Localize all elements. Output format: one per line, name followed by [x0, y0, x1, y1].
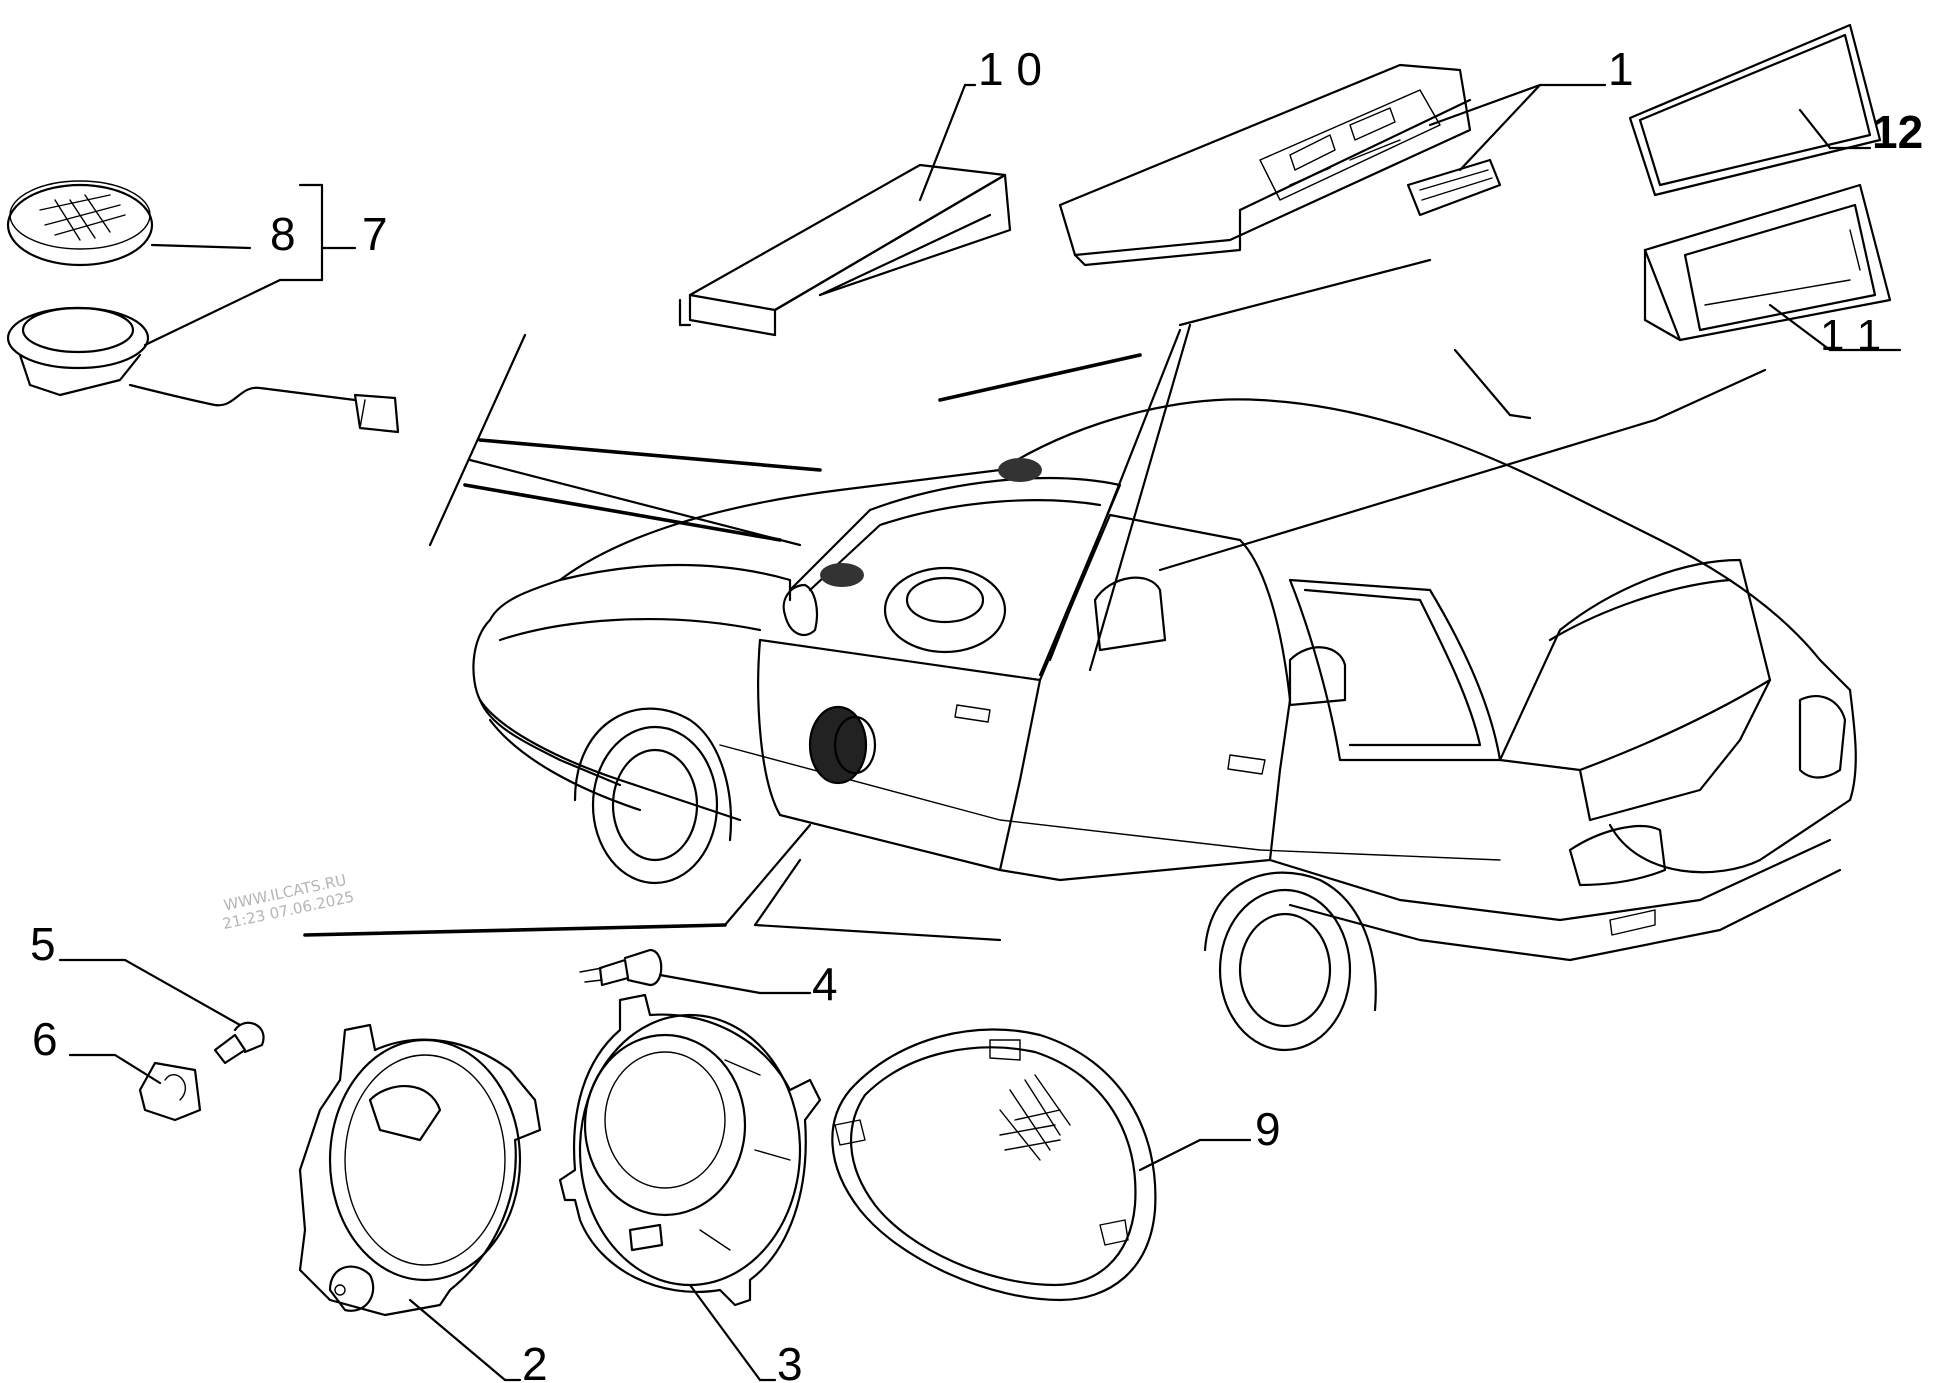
radio-unit	[1058, 63, 1502, 267]
callout-12: 12	[1872, 106, 1923, 158]
speaker-grille-9	[831, 1028, 1157, 1302]
callout-6: 6	[32, 1013, 58, 1065]
leader-lines	[303, 258, 1767, 942]
watermark: WWW.ILCATS.RU 21:23 07.06.2025	[221, 871, 356, 933]
clip-part-6	[138, 1061, 202, 1122]
tweeter-assembly	[6, 180, 400, 434]
speaker-3	[558, 993, 822, 1307]
car-illustration	[472, 398, 1857, 1052]
callout-4: 4	[812, 958, 838, 1010]
radio-cover	[678, 163, 1012, 337]
callout-1: 1	[1608, 43, 1634, 95]
callout-5: 5	[30, 918, 56, 970]
callout-3: 3	[777, 1338, 803, 1383]
trim-frame	[1628, 23, 1882, 197]
speaker-adapter-2	[298, 1023, 542, 1317]
callout-leaders	[58, 83, 1902, 1382]
callout-10: 1 0	[978, 43, 1042, 95]
callout-labels: 1 0 1 12 1 1 8 7 5 6 4 9 2 3	[30, 43, 1923, 1383]
callout-11: 1 1	[1820, 311, 1881, 360]
callout-7: 7	[362, 208, 388, 260]
screw-part-4	[579, 948, 663, 987]
callout-8: 8	[270, 208, 296, 260]
screw-part-5	[213, 1021, 265, 1065]
callout-9: 9	[1255, 1103, 1281, 1155]
radio-housing	[1643, 183, 1892, 342]
callout-2: 2	[522, 1338, 548, 1383]
